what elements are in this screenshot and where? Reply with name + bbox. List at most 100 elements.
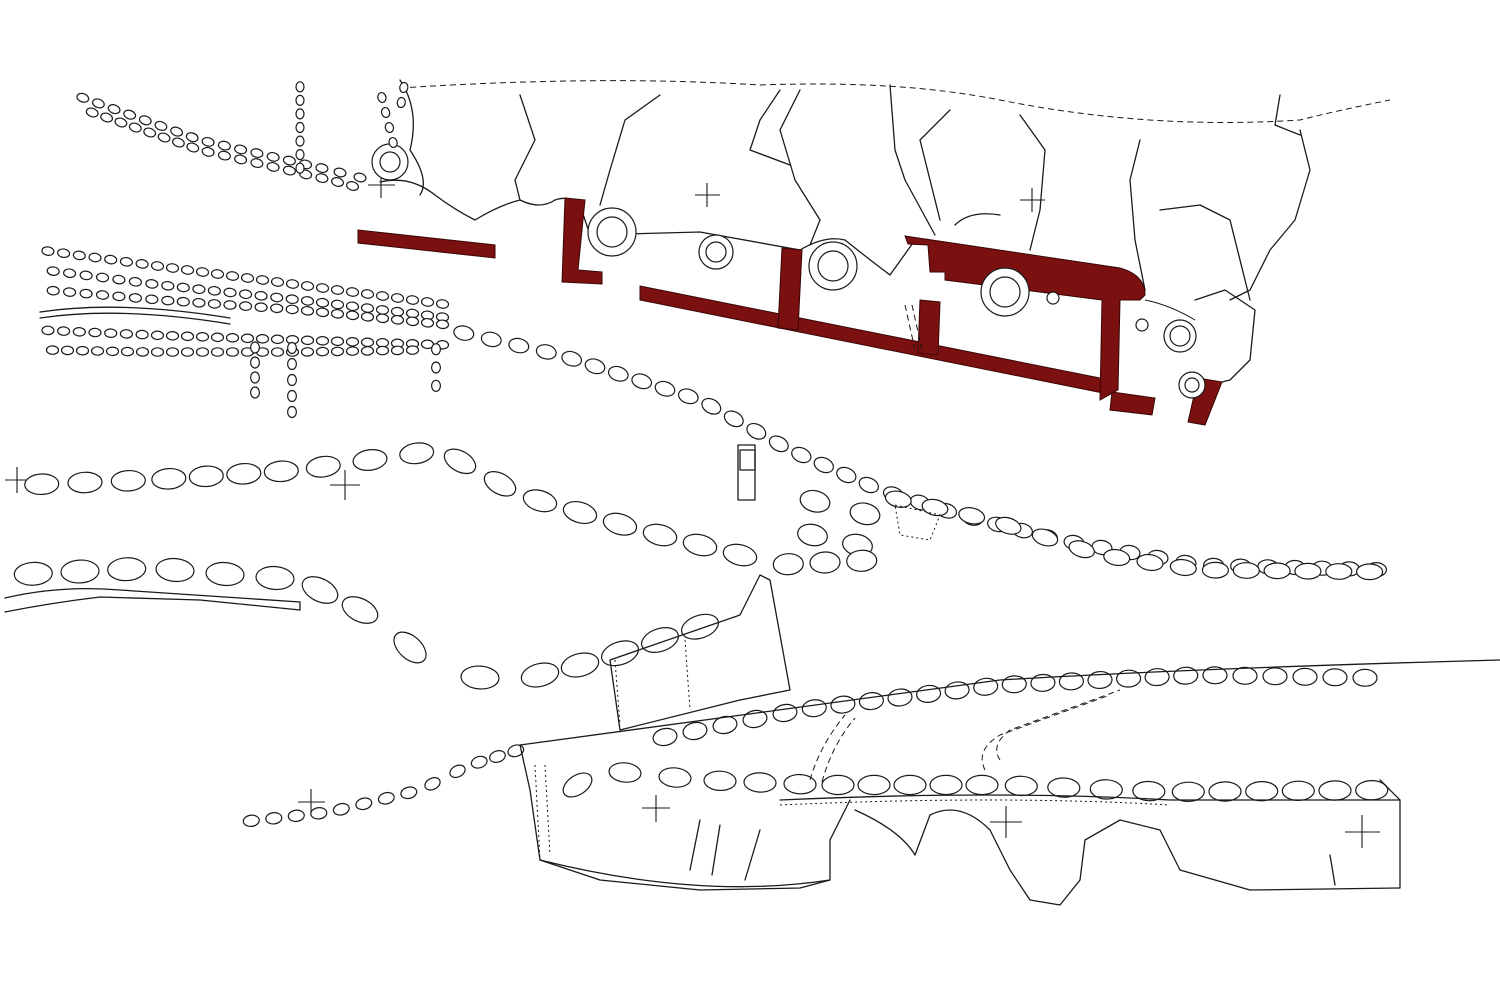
stone-block (255, 333, 270, 344)
stone-block (849, 502, 881, 526)
stone-block (424, 777, 441, 791)
stone-block (60, 345, 75, 356)
stone-block (1030, 673, 1056, 692)
stone-block (393, 631, 427, 664)
stone-block (165, 263, 180, 273)
stone-block (310, 807, 328, 820)
stone-block (240, 333, 255, 344)
stone-block (72, 250, 86, 261)
stone-block (1047, 777, 1081, 798)
lower-terrain (4, 587, 1500, 906)
stone-block (801, 699, 827, 718)
stone-courses (13, 325, 1389, 828)
wall-outline-line (1144, 299, 1196, 321)
stone-block (207, 299, 221, 309)
stone-block (180, 265, 195, 275)
stone-block (210, 332, 225, 343)
stone-block (377, 91, 387, 104)
stone-block (170, 126, 184, 137)
stone-block (405, 345, 420, 355)
stone-block (95, 290, 110, 300)
stone-block (301, 576, 339, 604)
stone-block (631, 373, 653, 390)
stone-block (470, 755, 488, 769)
stone-block (249, 356, 260, 369)
stone-block (1281, 780, 1315, 802)
stone-block (360, 303, 375, 313)
stone-block (584, 358, 606, 375)
stone-block (345, 310, 360, 321)
stone-block (176, 296, 190, 307)
stone-block (63, 287, 77, 297)
stone-block (330, 285, 345, 295)
stone-block (135, 347, 150, 357)
stone-block (226, 462, 262, 485)
stone-block (712, 715, 738, 735)
stone-block (345, 336, 360, 347)
stone-block (285, 304, 299, 315)
stone-block (858, 692, 884, 711)
stone-block (884, 490, 912, 508)
stone-block (1232, 666, 1258, 685)
stone-block (143, 127, 157, 138)
stone-block (76, 92, 90, 103)
stone-block (916, 684, 942, 703)
stone-block (315, 335, 330, 346)
stone-block (95, 272, 110, 283)
stone-block (24, 473, 60, 496)
stone-block (345, 287, 360, 297)
stone-block (217, 140, 231, 151)
stone-block (857, 774, 891, 796)
stone-block (282, 155, 296, 166)
stone-block (768, 435, 789, 453)
stone-block (508, 337, 530, 354)
stone-block (210, 347, 225, 357)
stone-block (1116, 669, 1142, 688)
stone-block (602, 512, 638, 536)
stone-block (1136, 553, 1164, 572)
stone-block (703, 770, 737, 792)
stone-block (205, 561, 245, 587)
stone-block (743, 772, 777, 793)
stone-block (443, 448, 477, 475)
stone-block (255, 275, 270, 285)
stone-block (1202, 666, 1228, 685)
stone-block (1201, 561, 1229, 579)
stone-block (88, 252, 102, 263)
stone-block (128, 293, 142, 303)
stone-block (107, 104, 121, 115)
stone-block (41, 246, 55, 256)
stone-block (105, 346, 120, 357)
stone-block (295, 81, 305, 93)
stone-block (783, 773, 817, 795)
stone-block (1173, 666, 1199, 685)
stone-block (377, 791, 395, 805)
stone-block (270, 334, 285, 345)
stone-block (522, 489, 558, 513)
stone-block (887, 688, 913, 707)
stone-block (360, 289, 375, 299)
stone-block (682, 721, 708, 741)
stone-block (1208, 781, 1242, 802)
stone-block (399, 442, 435, 465)
survey-cross-icon (5, 172, 1380, 848)
stone-block (192, 297, 206, 308)
stone-block (399, 81, 409, 94)
stone-block (112, 291, 126, 302)
stone-block (249, 386, 260, 399)
stone-block (430, 343, 441, 356)
stone-block (1169, 558, 1197, 577)
stone-block (79, 270, 93, 281)
stone-block (973, 677, 999, 696)
stone-block (944, 681, 970, 700)
stone-block (330, 299, 345, 310)
stone-block (154, 120, 168, 131)
stone-block (1263, 562, 1291, 580)
stone-block (145, 294, 159, 305)
stone-block (240, 273, 255, 283)
stone-block (195, 331, 210, 342)
stone-block (405, 316, 420, 327)
stone-block (176, 282, 190, 293)
stone-block (150, 330, 165, 341)
stone-block (195, 347, 210, 357)
